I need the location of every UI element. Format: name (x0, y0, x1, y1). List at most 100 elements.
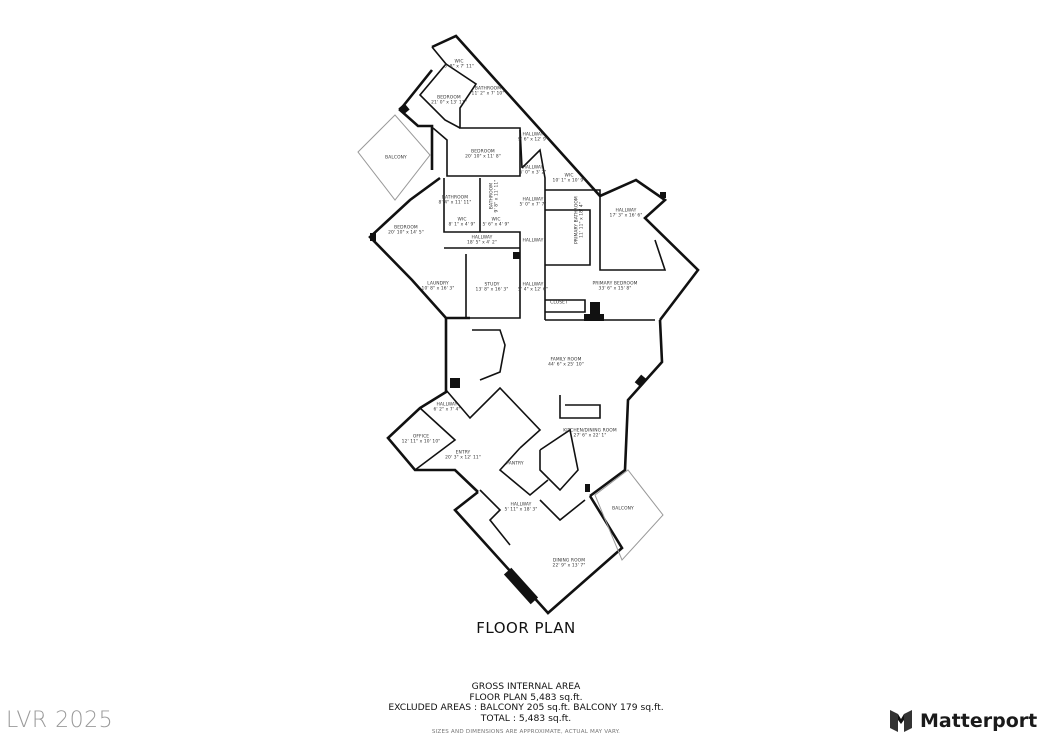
room-dimensions: 20' 3" x 12' 11" (445, 456, 481, 461)
room-dimensions: 27' 6" x 22' 1" (573, 434, 607, 439)
room-name: WIC (454, 59, 464, 65)
room-name: BEDROOM (394, 225, 418, 231)
area-floor-plan: FLOOR PLAN 5,483 sq.ft. (469, 691, 583, 703)
area-excluded: EXCLUDED AREAS : BALCONY 205 sq.ft. BALC… (388, 702, 664, 714)
brand-name: Matterport (920, 710, 1038, 732)
balcony-east-outline (594, 469, 664, 561)
room-dimensions: 12' 11" x 10' 10" (401, 440, 441, 445)
room-name: HALLWAY (522, 238, 544, 244)
room-dimensions: 11' 11" x 18' 4" (580, 202, 585, 238)
room-dimensions: 11' 2" x 7' 10" (471, 92, 505, 97)
room-name: BEDROOM (471, 149, 495, 155)
room-name: BALCONY (385, 155, 407, 161)
room-name: HALLWAY (615, 208, 637, 214)
room-name: LAUNDRY (427, 281, 449, 287)
room-name: FAMILY ROOM (550, 357, 582, 363)
room-dimensions: 10' 8" x 16' 3" (421, 287, 455, 292)
room-dimensions: 8' 1" x 4' 9" (448, 223, 476, 228)
room-name: HALLWAY (510, 502, 532, 508)
room-dimensions: 21' 0" x 13' 11" (431, 101, 467, 106)
room-dimensions: 44' 6" x 25' 10" (548, 363, 584, 368)
room-name: BALCONY (612, 506, 634, 512)
room-name: BATHROOM (474, 86, 502, 92)
area-heading: GROSS INTERNAL AREA (471, 681, 581, 692)
room-name: ENTRY (455, 450, 471, 456)
area-summary: GROSS INTERNAL AREA FLOOR PLAN 5,483 sq.… (388, 681, 664, 738)
room-label: HALLWAY (523, 238, 544, 243)
room-dimensions: 5' 0" x 7' 7" (519, 203, 547, 208)
room-name: CLOSET (550, 300, 568, 306)
room-name: BATHROOM (441, 195, 469, 201)
room-name: STUDY (484, 282, 500, 288)
room-name: HALLWAY (522, 197, 544, 203)
balcony-west-outline (357, 114, 431, 201)
room-label: BALCONY (612, 506, 634, 511)
room-name: DINING ROOM (552, 558, 586, 564)
watermark: LVR 2025 (6, 708, 114, 733)
room-dimensions: 20' 10" x 14' 5" (388, 231, 424, 236)
room-dimensions: 6' 2" x 7' 4" (433, 408, 461, 413)
area-total: TOTAL : 5,483 sq.ft. (480, 712, 572, 724)
room-name: HALLWAY (522, 132, 544, 138)
wall-entry-west (386, 316, 479, 493)
room-dimensions: 33' 6" x 15' 8" (598, 287, 632, 292)
area-disclaimer: SIZES AND DIMENSIONS ARE APPROXIMATE, AC… (431, 729, 621, 736)
room-dimensions: 5' 11" x 18' 3" (504, 508, 538, 513)
room-name: HALLWAY (522, 165, 544, 171)
room-dimensions: 5' 4" x 12' 6" (517, 288, 549, 293)
room-dimensions: 8' 4" x 11' 11" (438, 201, 472, 206)
room-dimensions: 5' 6" x 4' 9" (482, 223, 510, 228)
wall-bedroom-nw (398, 69, 434, 170)
room-dimensions: 20' 10" x 11' 8" (465, 155, 501, 160)
room-dimensions: 5' 0" x 3' 2" (519, 171, 547, 176)
room-name: OFFICE (412, 434, 430, 440)
matterport-logo-icon (890, 710, 912, 732)
room-dimensions: 22' 9" x 13' 7" (552, 564, 586, 569)
balcony-outlines (357, 114, 664, 561)
room-name: WIC (564, 173, 574, 179)
interior-walls (414, 46, 667, 546)
room-dimensions: 6' 8" x 7' 11" (443, 65, 475, 70)
room-name: PRIMARY BEDROOM (592, 281, 638, 287)
room-dimensions: 13' 8" x 16' 3" (475, 288, 509, 293)
wall-laundry (368, 176, 447, 319)
room-dimensions: 17' 3" x 16' 6" (609, 214, 643, 219)
room-name: KITCHEN/DINING ROOM (563, 428, 617, 434)
wall-east (589, 319, 664, 498)
room-label: BALCONY (385, 155, 407, 160)
room-name: PANTRY (506, 461, 524, 467)
room-name: WIC (457, 217, 467, 223)
matterport-logo: Matterport (888, 708, 1037, 734)
floor-plan-title: FLOOR PLAN (476, 619, 576, 637)
exterior-walls (368, 34, 700, 615)
room-label: CLOSET (550, 300, 568, 305)
room-dimensions: 18' 5" x 4' 2" (466, 241, 498, 246)
wall-north-wing (431, 34, 700, 321)
room-dimensions: 10' 1" x 10' 9" (552, 179, 586, 184)
room-label: PANTRY (506, 461, 523, 466)
